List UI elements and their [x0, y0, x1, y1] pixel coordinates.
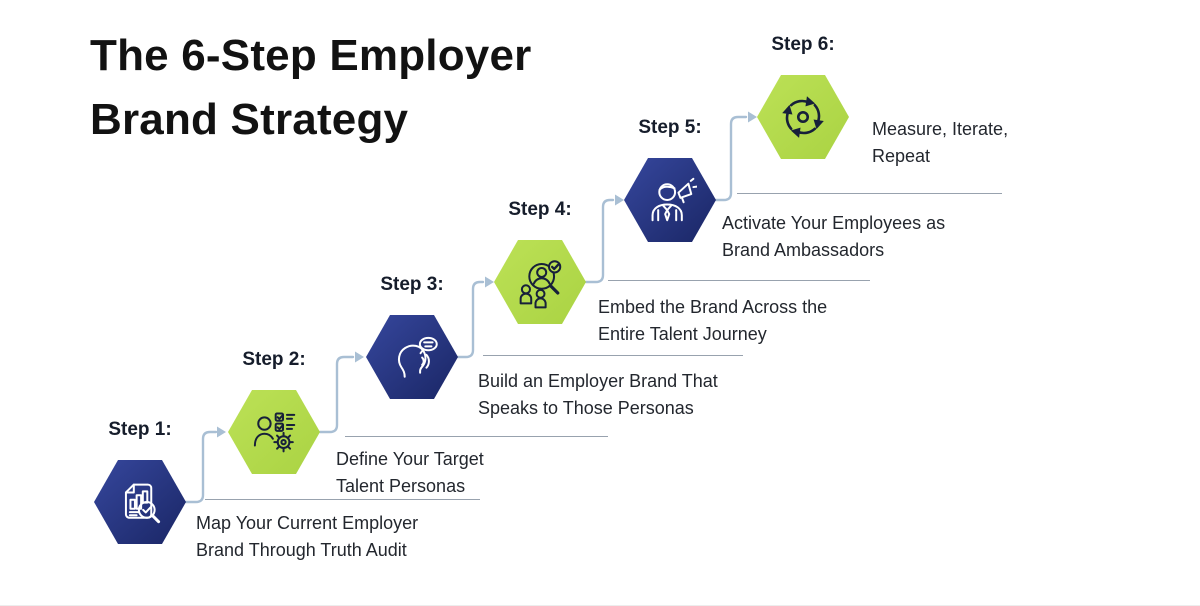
step-3-hexagon: [364, 309, 460, 405]
step-5-description: Activate Your Employees as Brand Ambassa…: [722, 213, 946, 260]
hexagon-shape: [494, 240, 586, 324]
arrow-icon: [615, 194, 624, 206]
step-1-hexagon: [92, 454, 188, 550]
page-title: The 6-Step Employer Brand Strategy: [90, 24, 531, 152]
hexagon-shape: [228, 390, 320, 474]
step-2-divider: [345, 436, 608, 437]
connector-4-5: [584, 194, 624, 284]
arrow-icon: [355, 351, 364, 363]
step-3-divider: [483, 355, 743, 356]
talent-journey-search-icon: [513, 255, 567, 309]
hexagon-shape: [757, 75, 849, 159]
title-line-1: The 6-Step Employer: [90, 31, 532, 80]
connector-2-3: [318, 351, 364, 434]
step-2-description: Define Your Target Talent Personas: [336, 449, 484, 496]
connector-3-4: [456, 276, 494, 359]
speaking-head-icon: [385, 330, 439, 384]
target-personas-icon: [247, 405, 301, 459]
step-6-hexagon: [755, 69, 851, 165]
step-4-description: Embed the Brand Across the Entire Talent…: [598, 297, 828, 344]
step-4-divider: [608, 280, 870, 281]
step-3-description: Build an Employer Brand That Speaks to T…: [478, 371, 718, 418]
step-4-label: Step 4:: [508, 199, 572, 220]
step-4-hexagon: [492, 234, 588, 330]
audit-report-icon: [113, 475, 167, 529]
step-5-divider: [737, 193, 1002, 194]
hexagon-shape: [366, 315, 458, 399]
step-6-label: Step 6:: [771, 34, 835, 55]
arrow-icon: [217, 426, 226, 438]
arrow-icon: [485, 276, 494, 288]
brand-ambassador-megaphone-icon: [643, 173, 697, 227]
step-3-label: Step 3:: [380, 274, 444, 295]
step-2-label: Step 2:: [242, 349, 306, 370]
measure-iterate-cycle-icon: [782, 96, 824, 138]
step-5-hexagon: [622, 152, 718, 248]
step-5-label: Step 5:: [638, 117, 702, 138]
connector-5-6: [714, 111, 757, 202]
step-1-label: Step 1:: [108, 419, 172, 440]
connector-1-2: [184, 426, 226, 504]
step-2-hexagon: [226, 384, 322, 480]
hexagon-shape: [94, 460, 186, 544]
step-1-divider: [205, 499, 480, 500]
title-line-2: Brand Strategy: [90, 95, 409, 144]
arrow-icon: [748, 111, 757, 123]
step-6-description: Measure, Iterate, Repeat: [872, 119, 1009, 166]
step-1-description: Map Your Current Employer Brand Through …: [196, 513, 419, 560]
